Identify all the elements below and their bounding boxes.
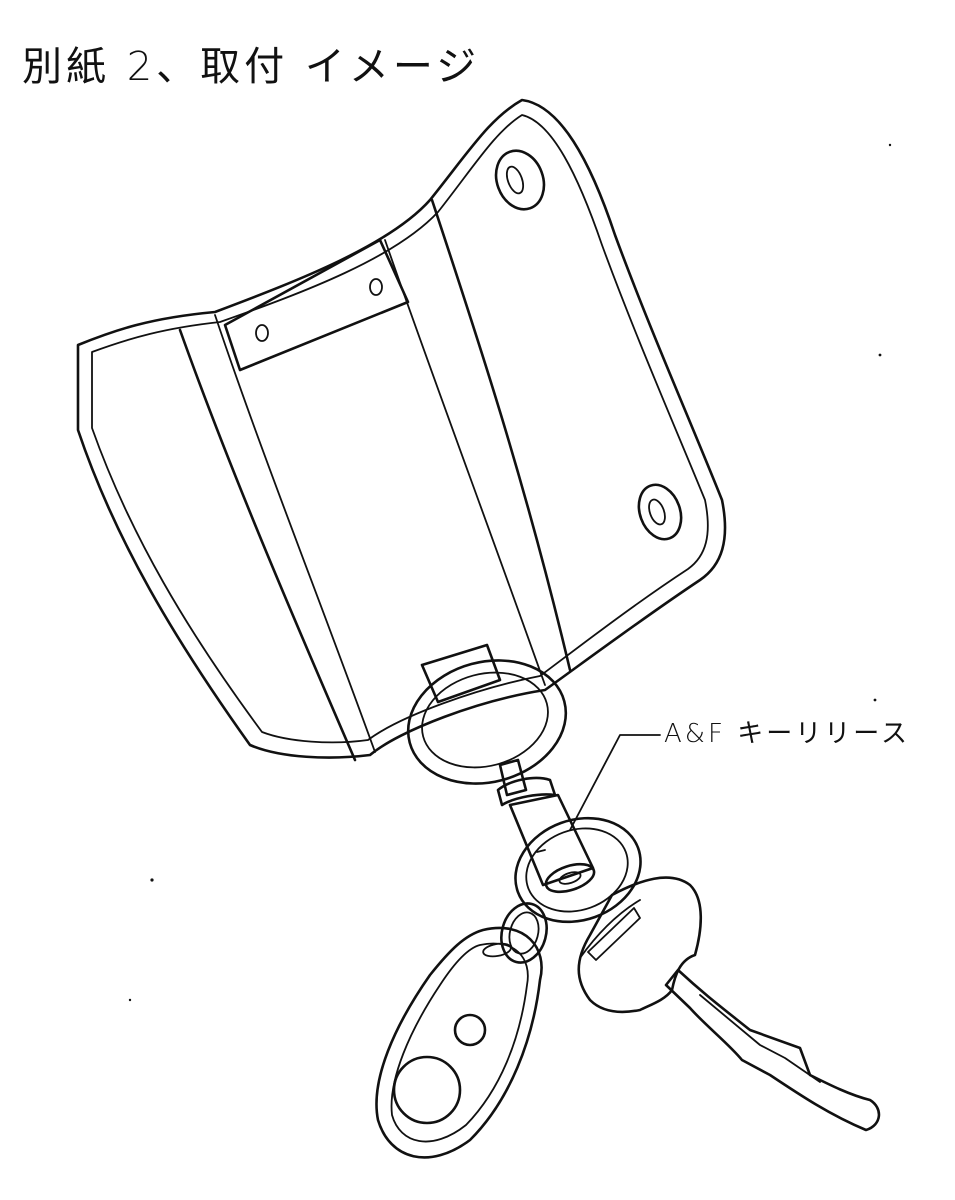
callout-label: A&F キーリリース [664,719,910,749]
car-key-icon [577,876,881,1132]
snap-button-icon [637,483,683,541]
ink-speck [888,143,892,147]
right-fold-seam [430,198,572,672]
metal-plate [223,238,410,372]
left-fold-seam-inner [214,314,376,753]
ink-speck [150,878,154,882]
split-ring-icon [514,816,642,924]
page-title: 別紙 2、取付 イメージ [22,44,480,90]
left-fold-seam [178,328,357,762]
callout-leader-line [569,734,661,831]
key-case-illustration [76,98,727,762]
key-release-icon [496,758,596,894]
plate-rivet-right [369,278,383,296]
key-case-inner-contour [91,114,709,744]
right-fold-seam-inner [384,239,546,686]
remote-fob-icon [375,926,543,1159]
ring-loop-tab [420,643,502,704]
plate-rivet-left [255,324,269,342]
ink-speck [873,698,877,702]
ink-speck [128,998,132,1002]
snap-button-icon [494,149,546,211]
key-case-outline [76,98,727,759]
ink-speck [878,353,882,357]
